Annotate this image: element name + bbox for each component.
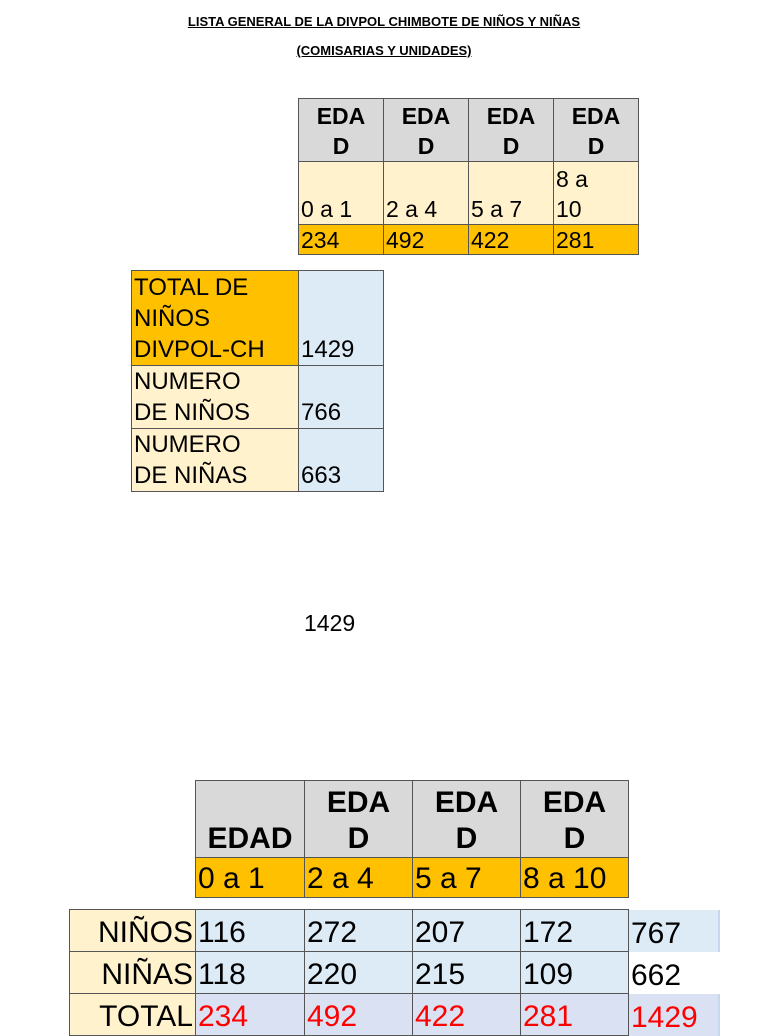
empty-cell (69, 780, 196, 858)
age-header: EDA D (520, 780, 629, 858)
breakdown-table: EDAD EDA D EDA D EDA D 0 a 1 2 a 4 5 a 7… (69, 780, 720, 1036)
age-header: EDA D (412, 780, 521, 858)
empty-cell (628, 857, 719, 898)
empty-cell (628, 780, 719, 858)
row-cell: 116 (195, 909, 305, 952)
age-header: EDAD (195, 780, 305, 858)
row-cell: 492 (304, 993, 413, 1036)
age-count: 422 (468, 224, 554, 255)
empty-cell (69, 857, 196, 898)
age-summary-table: EDA D EDA D EDA D EDA D 0 a 1 2 a 4 5 a … (298, 98, 639, 255)
row-cell: 215 (412, 951, 521, 994)
spacer (69, 897, 719, 910)
row-cell: 109 (520, 951, 629, 994)
age-range: 2 a 4 (383, 161, 469, 225)
age-header: EDA D (468, 98, 554, 162)
standalone-total: 1429 (304, 610, 356, 636)
row-cell: 272 (304, 909, 413, 952)
row-cell: 422 (412, 993, 521, 1036)
boys-label: NUMERO DE NIÑOS (131, 365, 299, 429)
row-total: 1429 (628, 993, 720, 1036)
row-cell: 234 (195, 993, 305, 1036)
age-range: 2 a 4 (304, 857, 413, 898)
age-range: 0 a 1 (195, 857, 305, 898)
age-header: EDA D (304, 780, 413, 858)
age-range: 5 a 7 (412, 857, 521, 898)
row-cell: 220 (304, 951, 413, 994)
row-cell: 172 (520, 909, 629, 952)
age-range: 5 a 7 (468, 161, 554, 225)
row-total: 662 (628, 951, 719, 994)
age-header: EDA D (383, 98, 469, 162)
age-count: 234 (298, 224, 384, 255)
document-subtitle: (COMISARIAS Y UNIDADES) (296, 43, 472, 58)
boys-value: 766 (298, 365, 384, 429)
table-row: TOTAL 234 492 422 281 1429 (69, 993, 720, 1036)
age-range: 8 a 10 (553, 161, 639, 225)
row-total: 767 (628, 909, 720, 952)
row-label-total: TOTAL (69, 993, 196, 1036)
row-label-ninos: NIÑOS (69, 909, 196, 952)
table-row: NIÑAS 118 220 215 109 662 (69, 951, 719, 994)
row-label-ninas: NIÑAS (69, 951, 196, 994)
totals-table: TOTAL DE NIÑOS DIVPOL-CH 1429 NUMERO DE … (131, 270, 384, 492)
row-cell: 281 (520, 993, 629, 1036)
row-cell: 207 (412, 909, 521, 952)
age-range: 0 a 1 (298, 161, 384, 225)
age-header: EDA D (298, 98, 384, 162)
age-count: 492 (383, 224, 469, 255)
total-value: 1429 (298, 270, 384, 366)
table-row: NIÑOS 116 272 207 172 767 (69, 909, 720, 952)
age-count: 281 (553, 224, 639, 255)
row-cell: 118 (195, 951, 305, 994)
girls-label: NUMERO DE NIÑAS (131, 428, 299, 492)
girls-value: 663 (298, 428, 384, 492)
document-title: LISTA GENERAL DE LA DIVPOL CHIMBOTE DE N… (187, 14, 581, 29)
total-label: TOTAL DE NIÑOS DIVPOL-CH (131, 270, 299, 366)
age-header: EDA D (553, 98, 639, 162)
age-range: 8 a 10 (520, 857, 629, 898)
